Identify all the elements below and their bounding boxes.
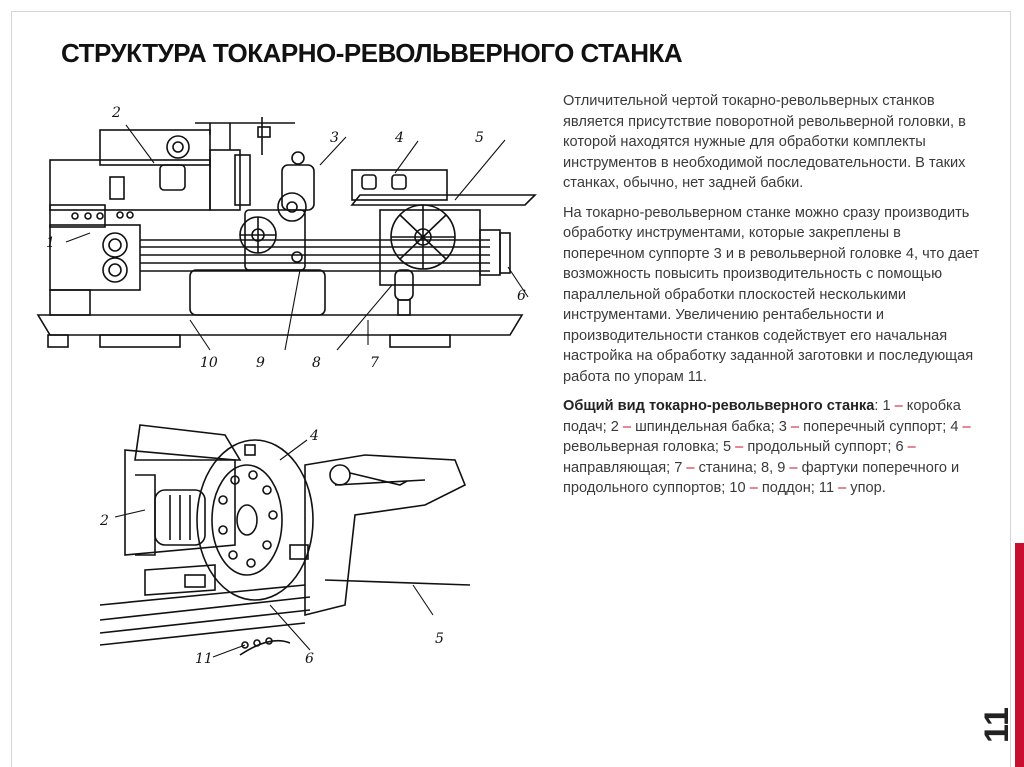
caption-item: 10 – поддон; [729, 480, 819, 496]
caption-item: 8, 9 – фартуки поперечного и продольного… [563, 460, 959, 497]
caption-dash: – [686, 459, 695, 476]
callout-4-detail: 4 [309, 428, 319, 444]
caption-item: 4 – револьверная головка; [563, 419, 971, 456]
caption-item-label: шпиндельная бабка; [631, 418, 779, 435]
caption-item-label: поддон; [757, 480, 819, 496]
callout-6-detail: 6 [305, 651, 314, 667]
caption-items: : 1 – коробка подач; 2 – шпиндельная баб… [563, 398, 971, 496]
caption-dash: – [894, 398, 903, 414]
paragraph-turret-feature: Отличительной чертой токарно-револьверны… [563, 93, 966, 191]
callout-7: 7 [370, 355, 379, 371]
caption-item: 6 – направляющая; [563, 439, 916, 476]
caption-item-number: 4 [950, 418, 963, 435]
caption-item-label: фартуки поперечного и продольного суппор… [563, 459, 960, 497]
caption-item: 11 – упор. [819, 480, 886, 496]
callout-11-detail: 11 [195, 651, 213, 667]
caption-item-number: 11 [818, 480, 839, 496]
callout-4: 4 [394, 130, 404, 146]
caption-item: 7 – станина; [674, 460, 761, 476]
slide-title: СТРУКТУРА ТОКАРНО-РЕВОЛЬВЕРНОГО СТАНКА [61, 38, 683, 68]
caption-dash: – [907, 439, 916, 455]
callout-9: 9 [256, 355, 265, 371]
caption-item-number: 10 [729, 480, 750, 496]
caption-item-label: револьверная головка; [563, 439, 723, 455]
caption-item-number: 8, 9 [761, 459, 790, 476]
callout-6: 6 [517, 288, 526, 304]
callout-2-detail: 2 [99, 513, 109, 529]
caption-dash: – [622, 418, 632, 435]
caption-item: 2 – шпиндельная бабка; [611, 419, 779, 435]
callout-5: 5 [475, 130, 484, 146]
caption-item-number: 6 [895, 439, 908, 455]
turret-lathe-general-view-drawing: 1 2 3 4 5 6 7 8 9 10 [30, 95, 550, 380]
caption-item-number: 2 [610, 418, 623, 435]
caption-dash: – [962, 418, 971, 435]
caption-item: 1 – коробка подач; [563, 398, 961, 435]
callout-2: 2 [111, 105, 121, 121]
paragraph-processing: На токарно-револьверном станке можно сра… [563, 204, 980, 385]
callout-5-detail: 5 [435, 631, 444, 647]
caption-dash: – [789, 459, 798, 476]
caption-item-label: продольный суппорт; [743, 439, 896, 455]
caption-item-number: 5 [722, 439, 736, 455]
page-number: 11 [978, 707, 1016, 743]
caption-item-label: коробка подач; [563, 398, 961, 435]
callout-10: 10 [200, 355, 218, 371]
callout-8: 8 [312, 355, 321, 371]
caption-item-number: 7 [674, 459, 687, 476]
caption-dash: – [838, 480, 847, 496]
caption-dash: – [749, 480, 758, 496]
caption-item: 5 – продольный суппорт; [723, 439, 895, 455]
caption-title: Общий вид токарно-револьверного станка [563, 398, 875, 414]
accent-bar [1015, 543, 1024, 767]
caption-item-number: 3 [778, 418, 791, 435]
caption-item-label: направляющая; [563, 459, 675, 476]
caption-item-label: упор. [846, 480, 886, 496]
caption-dash: – [790, 418, 800, 435]
caption-dash: – [735, 439, 744, 455]
caption-item-label: поперечный суппорт; [799, 418, 951, 435]
description-text: Отличительной чертой токарно-револьверны… [563, 91, 983, 508]
caption-item-label: станина; [694, 459, 762, 476]
callout-1: 1 [46, 235, 55, 251]
turret-head-detail-drawing: 2 4 5 6 11 [95, 405, 475, 670]
caption-item-number: 1 [882, 398, 895, 414]
caption-item: 3 – поперечный суппорт; [779, 419, 951, 435]
slide-frame [11, 11, 1011, 767]
figure-caption: Общий вид токарно-револьверного станка: … [563, 396, 983, 499]
callout-3: 3 [330, 130, 339, 146]
